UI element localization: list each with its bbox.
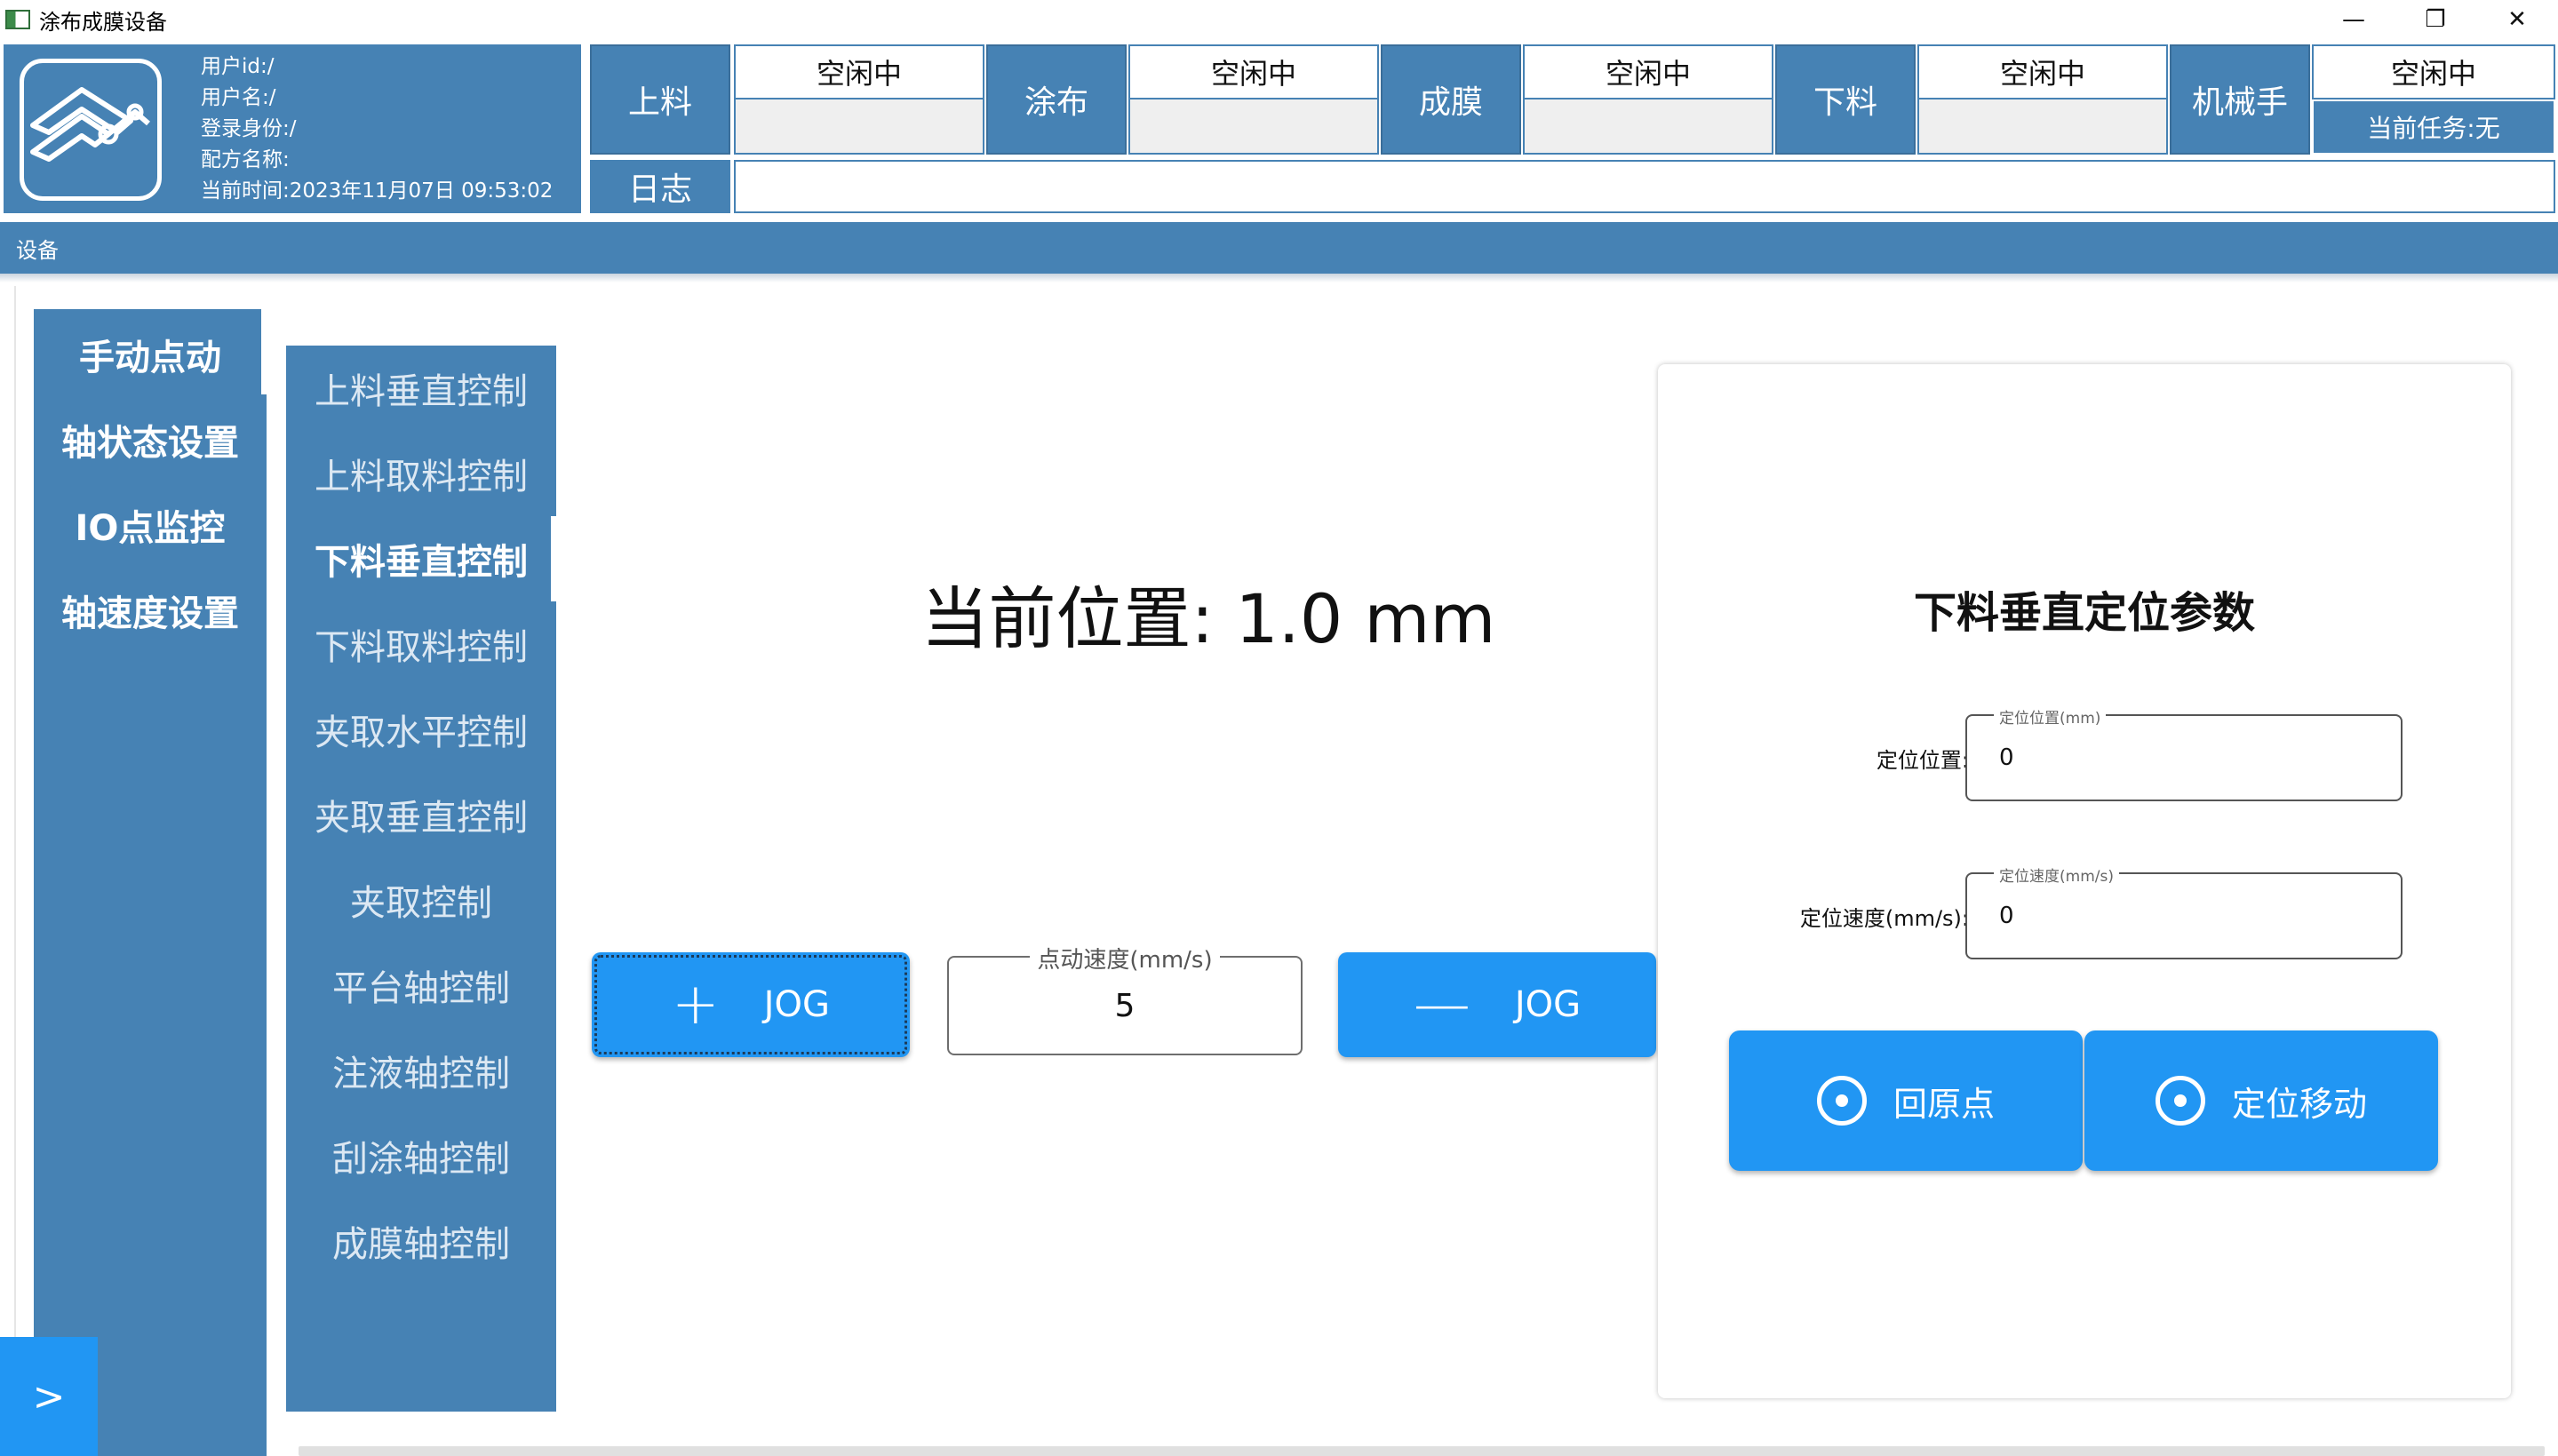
jog-speed-field[interactable]: 点动速度(mm/s) 5: [947, 947, 1303, 1055]
speed-input[interactable]: 定位速度(mm/s) 0: [1965, 863, 2403, 959]
stage-detail-filming: [1523, 99, 1773, 155]
pos-hint: 定位位置(mm): [1994, 705, 2107, 728]
device-menu-label[interactable]: 设备: [16, 237, 59, 263]
speed-label: 定位速度(mm/s):: [1799, 906, 1969, 931]
jog-plus-label: JOG: [763, 984, 830, 1025]
sidenav-item-io-monitor[interactable]: IO点监控: [75, 508, 226, 549]
user-id: 用户id:/: [201, 55, 275, 78]
robot-current-task: 当前任务:无: [2312, 99, 2555, 155]
sidenav-item-manual-jog[interactable]: 手动点动: [79, 338, 221, 378]
stage-status-loading: 空闲中: [734, 44, 984, 99]
target-icon: [1816, 1076, 1867, 1126]
sidenav-item-axis-status[interactable]: 轴状态设置: [61, 423, 239, 464]
jog-speed-legend: 点动速度(mm/s): [949, 942, 1301, 975]
stage-detail-coating: [1128, 99, 1379, 155]
subnav-item-platform-axis[interactable]: 平台轴控制: [332, 968, 510, 1009]
stage-detail-loading: [734, 99, 984, 155]
restore-button[interactable]: ❐: [2425, 6, 2446, 33]
header-panel: 用户id:/ 用户名:/ 登录身份:/ 配方名称: 当前时间:2023年11月0…: [0, 41, 2558, 217]
home-button-label: 回原点: [1893, 1084, 1995, 1124]
subnav-active-indicator: [551, 516, 556, 601]
log-field: [734, 160, 2555, 213]
speed-value: 0: [1999, 903, 2014, 929]
window-controls: — ❐ ✕: [2313, 0, 2558, 39]
subnav-item-loading-pick[interactable]: 上料取料控制: [315, 457, 528, 497]
jog-minus-label: JOG: [1514, 984, 1582, 1025]
jog-speed-value: 5: [1114, 987, 1136, 1024]
app-icon: [5, 10, 30, 29]
subnav-item-film-axis[interactable]: 成膜轴控制: [332, 1224, 510, 1265]
sidenav-item-axis-speed[interactable]: 轴速度设置: [61, 593, 239, 634]
stage-label-coating: 涂布: [986, 44, 1127, 155]
subnav-item-loading-vertical[interactable]: 上料垂直控制: [315, 371, 528, 412]
stage-status-robot: 空闲中: [2312, 44, 2555, 99]
horizontal-scrollbar[interactable]: [299, 1446, 2545, 1456]
title-bar: 涂布成膜设备 — ❐ ✕: [0, 0, 2558, 39]
stage-status-filming: 空闲中: [1523, 44, 1773, 99]
subnav-item-scraper-axis[interactable]: 刮涂轴控制: [332, 1139, 510, 1180]
subnav-item-unloading-pick[interactable]: 下料取料控制: [315, 627, 528, 668]
user-info-panel: 用户id:/ 用户名:/ 登录身份:/ 配方名称: 当前时间:2023年11月0…: [4, 44, 581, 213]
positioning-param-card: 下料垂直定位参数 定位位置: 定位位置(mm) 0 定位速度(mm/s): 定位…: [1658, 364, 2511, 1398]
stage-label-unloading: 下料: [1775, 44, 1916, 155]
logo-icon: [20, 59, 162, 201]
log-label: 日志: [590, 160, 730, 213]
stage-label-loading: 上料: [590, 44, 730, 155]
current-position-readout: 当前位置: 1.0 mm: [920, 579, 1496, 658]
speed-hint: 定位速度(mm/s): [1994, 863, 2119, 886]
subnav-item-unloading-vertical[interactable]: 下料垂直控制: [315, 542, 528, 583]
subnav-item-gripper-vertical[interactable]: 夹取垂直控制: [315, 798, 528, 839]
subnav-item-gripper-horizontal[interactable]: 夹取水平控制: [315, 712, 528, 753]
move-to-position-button[interactable]: 定位移动: [2084, 1030, 2438, 1171]
target-icon: [2155, 1076, 2205, 1126]
recipe-name: 配方名称:: [201, 148, 290, 171]
jog-minus-button[interactable]: — JOG: [1338, 952, 1656, 1057]
subnav-item-gripper[interactable]: 夹取控制: [350, 883, 492, 924]
user-info-text: 用户id:/ 用户名:/ 登录身份:/ 配方名称: 当前时间:2023年11月0…: [201, 52, 553, 207]
main-side-nav: 手动点动 轴状态设置 IO点监控 轴速度设置: [34, 309, 267, 1456]
user-name: 用户名:/: [201, 86, 276, 109]
pos-label: 定位位置:: [1876, 748, 1969, 773]
subnav-item-injection-axis[interactable]: 注液轴控制: [332, 1054, 510, 1094]
jog-plus-button[interactable]: + JOG: [592, 952, 910, 1057]
window-title: 涂布成膜设备: [39, 9, 167, 35]
plus-icon: +: [672, 972, 720, 1038]
stage-status-unloading: 空闲中: [1917, 44, 2168, 99]
expand-sidebar-button[interactable]: >: [0, 1337, 98, 1456]
move-button-label: 定位移动: [2231, 1084, 2367, 1124]
pos-input[interactable]: 定位位置(mm) 0: [1965, 705, 2403, 801]
param-card-title: 下料垂直定位参数: [1913, 588, 2255, 638]
stage-label-filming: 成膜: [1381, 44, 1521, 155]
stage-status-grid: 上料 空闲中 涂布 空闲中 成膜 空闲中 下料 空闲中 机械手 空闲中 当前任务…: [590, 44, 2555, 213]
minus-icon: —: [1413, 972, 1470, 1038]
user-role: 登录身份:/: [201, 117, 297, 140]
menu-bar-shadow: [0, 274, 2558, 282]
device-menu-bar: 设备: [0, 222, 2558, 274]
stage-detail-unloading: [1917, 99, 2168, 155]
pos-value: 0: [1999, 744, 2014, 771]
close-button[interactable]: ✕: [2507, 6, 2527, 33]
sidenav-active-indicator: [261, 309, 267, 394]
stage-status-coating: 空闲中: [1128, 44, 1379, 99]
current-time: 当前时间:2023年11月07日 09:53:02: [201, 179, 554, 203]
minimize-button[interactable]: —: [2342, 6, 2365, 33]
logo-graphic: [30, 87, 150, 162]
stage-label-robot: 机械手: [2170, 44, 2310, 155]
axis-sub-nav: 上料垂直控制 上料取料控制 下料垂直控制 下料取料控制 夹取水平控制 夹取垂直控…: [286, 346, 556, 1412]
home-button[interactable]: 回原点: [1729, 1030, 2083, 1171]
